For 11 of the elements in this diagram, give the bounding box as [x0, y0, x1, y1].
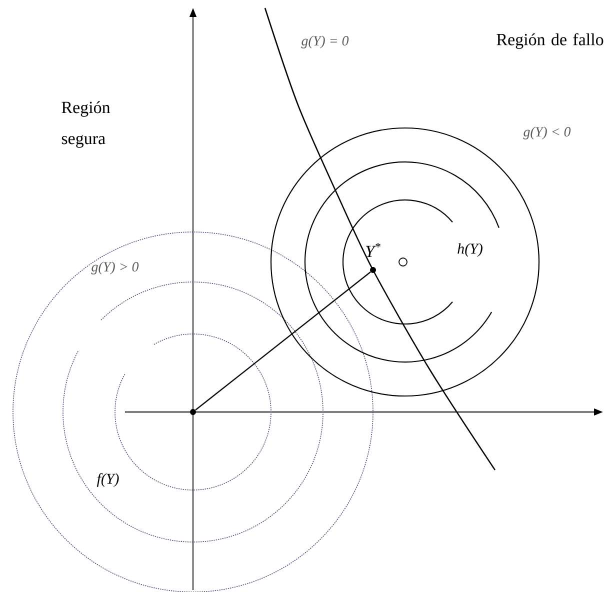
region-label: Región segura [62, 101, 110, 148]
point [190, 409, 196, 415]
density-label: h(Y) [458, 243, 482, 257]
density-label: f(Y) [96, 473, 119, 487]
region-label: Región de fallo [496, 33, 604, 49]
line [195, 272, 371, 410]
condition-label: g(Y) > 0 [91, 262, 139, 274]
point [370, 267, 376, 273]
condition-label: g(Y) = 0 [301, 36, 349, 48]
point-label: Y$^{*}$ [366, 242, 380, 258]
condition-label: g(Y) < 0 [523, 126, 571, 140]
